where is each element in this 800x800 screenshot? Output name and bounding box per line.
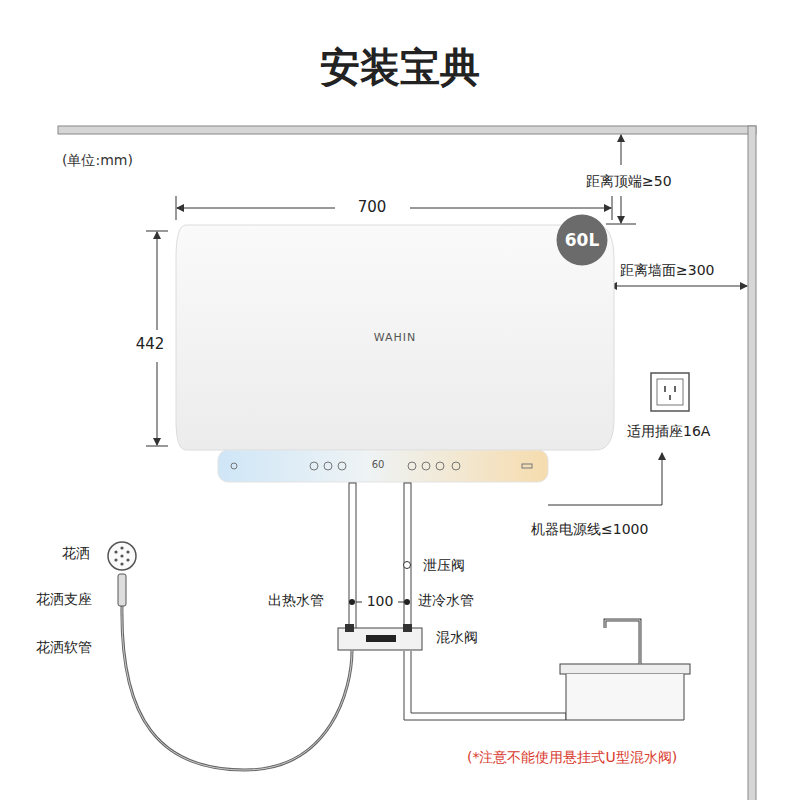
heater-body (176, 225, 614, 450)
part-name: 花洒支座 (36, 591, 92, 608)
brand-name: WAHIN (374, 331, 417, 344)
shower-head (108, 542, 136, 570)
part-name: 进冷水管 (418, 592, 474, 609)
control-panel (218, 450, 548, 482)
ceiling (58, 126, 756, 134)
part-name: 泄压阀 (423, 557, 465, 574)
capacity-text: 60L (565, 230, 600, 250)
faucet (605, 620, 640, 664)
shower-hose (122, 605, 352, 770)
sink (560, 664, 690, 674)
socket-note: 适用插座16A (627, 423, 710, 440)
dimension: 442 (133, 335, 168, 353)
capacity-badge: 60L (556, 214, 608, 266)
dimension: 距离墙面≥300 (617, 262, 717, 279)
part-name: 花洒软管 (36, 639, 92, 656)
wall (748, 126, 756, 800)
pipes (349, 483, 566, 720)
water-heater: WAHIN (180, 225, 610, 450)
part-name: 花洒 (62, 545, 90, 562)
display-reading: 60 (372, 459, 385, 471)
dimension: 距离顶端≥50 (583, 173, 675, 190)
part-name: 混水阀 (436, 629, 478, 646)
unit-note: (单位:mm) (62, 152, 133, 169)
part-name: 出热水管 (268, 592, 324, 609)
power-cord-note: 机器电源线≤1000 (531, 521, 648, 538)
dimension: 700 (355, 198, 390, 216)
shower-holder (118, 574, 126, 606)
dimension: 100 (364, 593, 397, 610)
warning-note: (*注意不能使用悬挂式U型混水阀) (467, 749, 677, 766)
power-cord (548, 453, 662, 505)
title: 安装宝典 (320, 40, 480, 95)
socket-icon (651, 373, 689, 411)
